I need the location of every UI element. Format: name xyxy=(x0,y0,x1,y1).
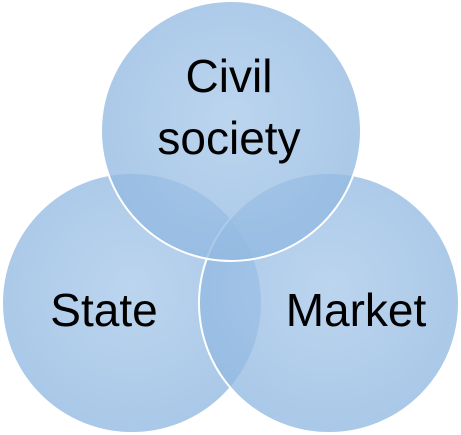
market-label: Market xyxy=(286,284,427,336)
civil-society-circle xyxy=(100,0,362,262)
civil-society-label-line-2: society xyxy=(157,112,300,164)
state-label: State xyxy=(50,284,157,336)
civil-society-label-line-1: Civil xyxy=(186,50,273,102)
